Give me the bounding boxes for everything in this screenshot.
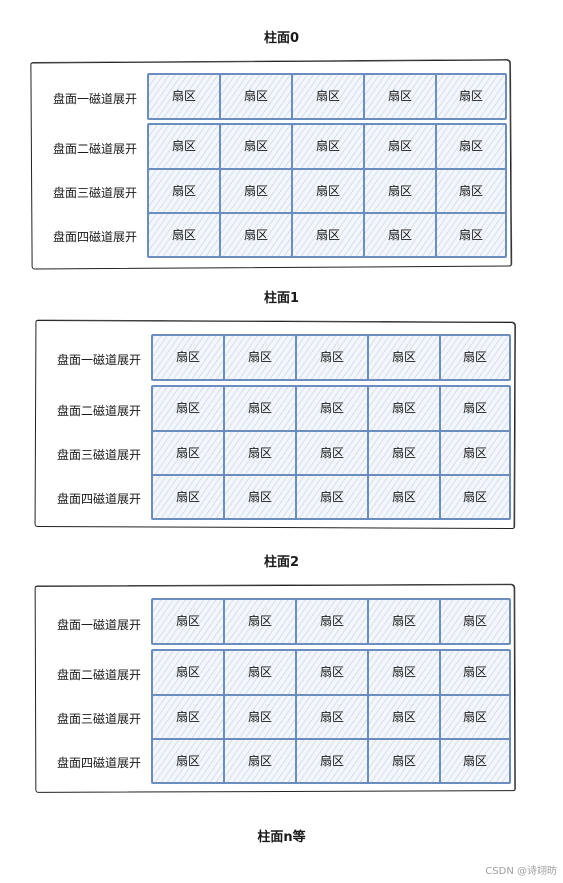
sector: 扇区 xyxy=(152,599,224,644)
sector: 扇区 xyxy=(364,124,436,169)
sector: 扇区 xyxy=(436,169,506,213)
sector: 扇区 xyxy=(440,599,510,644)
sector: 扇区 xyxy=(220,169,292,213)
sector: 扇区 xyxy=(292,74,364,119)
sector: 扇区 xyxy=(436,213,506,257)
sector: 扇区 xyxy=(152,739,224,783)
sector: 扇区 xyxy=(364,213,436,257)
cylinder-1-row-4-label: 盘面四磁道展开 xyxy=(56,492,141,506)
sector: 扇区 xyxy=(224,695,296,739)
sector: 扇区 xyxy=(368,475,440,519)
sector: 扇区 xyxy=(220,124,292,169)
sector: 扇区 xyxy=(368,335,440,380)
cylinder-0-row-2-label: 盘面二磁道展开 xyxy=(52,142,137,156)
sector: 扇区 xyxy=(152,650,224,695)
cylinder-1-title: 柱面1 xyxy=(263,291,300,306)
cylinder-0-row-1-label: 盘面一磁道展开 xyxy=(52,92,137,106)
cylinder-0-title: 柱面0 xyxy=(263,31,300,46)
watermark: CSDN @诗翊昉 xyxy=(485,866,557,877)
sector: 扇区 xyxy=(292,169,364,213)
sector: 扇区 xyxy=(440,739,510,783)
sector: 扇区 xyxy=(152,695,224,739)
cylinder-1-row-3-label: 盘面三磁道展开 xyxy=(56,448,141,462)
sector: 扇区 xyxy=(224,650,296,695)
sector: 扇区 xyxy=(368,599,440,644)
sector: 扇区 xyxy=(152,475,224,519)
sector: 扇区 xyxy=(368,386,440,431)
cylinder-0-row-3-label: 盘面三磁道展开 xyxy=(52,186,137,200)
sector: 扇区 xyxy=(292,213,364,257)
sector: 扇区 xyxy=(152,335,224,380)
sector: 扇区 xyxy=(368,739,440,783)
sector: 扇区 xyxy=(296,599,368,644)
sector: 扇区 xyxy=(440,386,510,431)
sector: 扇区 xyxy=(364,74,436,119)
sector: 扇区 xyxy=(148,74,220,119)
cylinder-2-track-1: 扇区 扇区 扇区 扇区 扇区 xyxy=(151,598,511,645)
sector: 扇区 xyxy=(296,335,368,380)
sector: 扇区 xyxy=(296,650,368,695)
sector: 扇区 xyxy=(152,431,224,475)
sector: 扇区 xyxy=(148,169,220,213)
sector: 扇区 xyxy=(296,739,368,783)
sector: 扇区 xyxy=(436,124,506,169)
cylinder-0-track-1: 扇区 扇区 扇区 扇区 扇区 xyxy=(147,73,507,120)
cylinder-1-tracks-2-4: 扇区 扇区 扇区 扇区 扇区 扇区 扇区 扇区 扇区 扇区 扇区 扇区 扇区 扇… xyxy=(151,385,511,520)
sector: 扇区 xyxy=(440,431,510,475)
sector: 扇区 xyxy=(368,650,440,695)
cylinder-2-row-3-label: 盘面三磁道展开 xyxy=(56,712,141,726)
cylinder-1-track-1: 扇区 扇区 扇区 扇区 扇区 xyxy=(151,334,511,381)
sector: 扇区 xyxy=(224,335,296,380)
cylinder-2-tracks-2-4: 扇区 扇区 扇区 扇区 扇区 扇区 扇区 扇区 扇区 扇区 扇区 扇区 扇区 扇… xyxy=(151,649,511,784)
sector: 扇区 xyxy=(368,695,440,739)
cylinder-0-tracks-2-4: 扇区 扇区 扇区 扇区 扇区 扇区 扇区 扇区 扇区 扇区 扇区 扇区 扇区 扇… xyxy=(147,123,507,258)
sector: 扇区 xyxy=(296,695,368,739)
sector: 扇区 xyxy=(224,386,296,431)
sector: 扇区 xyxy=(440,650,510,695)
sector: 扇区 xyxy=(296,386,368,431)
sector: 扇区 xyxy=(296,475,368,519)
sector: 扇区 xyxy=(368,431,440,475)
cylinder-2-row-4-label: 盘面四磁道展开 xyxy=(56,756,141,770)
sector: 扇区 xyxy=(440,695,510,739)
sector: 扇区 xyxy=(224,431,296,475)
sector: 扇区 xyxy=(152,386,224,431)
cylinder-1-row-1-label: 盘面一磁道展开 xyxy=(56,353,141,367)
sector: 扇区 xyxy=(148,124,220,169)
cylinder-0-row-4-label: 盘面四磁道展开 xyxy=(52,230,137,244)
cylinder-2-title: 柱面2 xyxy=(263,555,300,570)
sector: 扇区 xyxy=(296,431,368,475)
sector: 扇区 xyxy=(224,475,296,519)
sector: 扇区 xyxy=(364,169,436,213)
cylinder-2-row-2-label: 盘面二磁道展开 xyxy=(56,668,141,682)
sector: 扇区 xyxy=(224,599,296,644)
sector: 扇区 xyxy=(148,213,220,257)
cylinder-1-row-2-label: 盘面二磁道展开 xyxy=(56,404,141,418)
sector: 扇区 xyxy=(224,739,296,783)
sector: 扇区 xyxy=(436,74,506,119)
sector: 扇区 xyxy=(220,74,292,119)
footer-title: 柱面n等 xyxy=(257,830,306,845)
sector: 扇区 xyxy=(440,335,510,380)
sector: 扇区 xyxy=(220,213,292,257)
sector: 扇区 xyxy=(292,124,364,169)
sector: 扇区 xyxy=(440,475,510,519)
cylinder-2-row-1-label: 盘面一磁道展开 xyxy=(56,618,141,632)
